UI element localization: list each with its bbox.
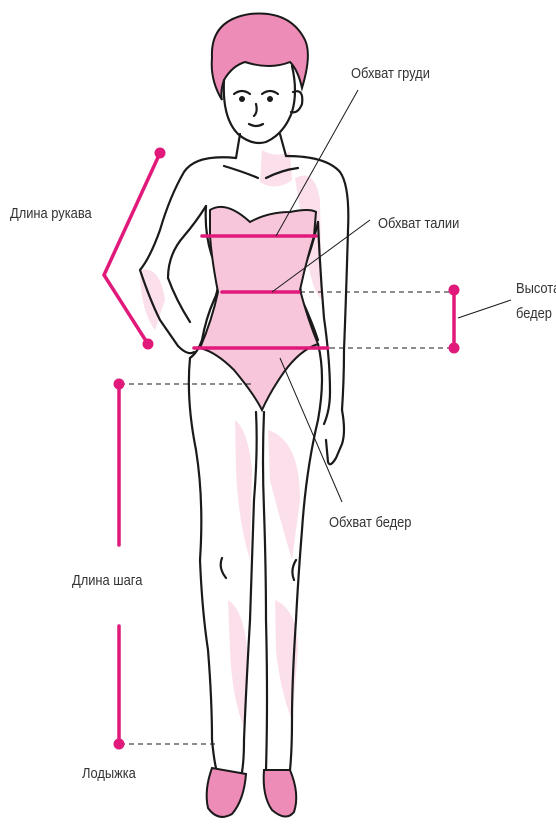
hip-height-bracket bbox=[449, 285, 460, 354]
label-hip-height-2: бедер bbox=[516, 304, 552, 321]
eyes bbox=[234, 91, 278, 102]
neck-right bbox=[280, 134, 286, 156]
label-inseam: Длина шага bbox=[72, 571, 143, 588]
left-shoe bbox=[207, 768, 246, 817]
right-arm-inner bbox=[318, 222, 330, 424]
label-ankle: Лодыжка bbox=[82, 764, 136, 781]
label-chest: Обхват груди bbox=[351, 64, 430, 81]
left-arm-inner bbox=[168, 206, 206, 322]
left-leg bbox=[189, 358, 216, 768]
figure bbox=[140, 14, 348, 817]
hip-height-leader bbox=[458, 300, 511, 318]
label-sleeve: Длина рукава bbox=[10, 204, 92, 221]
right-shoe bbox=[264, 770, 297, 817]
hair bbox=[212, 14, 308, 100]
mouth bbox=[249, 124, 263, 126]
right-leg bbox=[290, 344, 322, 770]
knees bbox=[221, 558, 296, 580]
label-hips: Обхват бедер bbox=[329, 513, 412, 530]
nose bbox=[254, 104, 257, 116]
label-waist: Обхват талии bbox=[378, 214, 459, 231]
label-hip-height-1: Высота bbox=[516, 279, 556, 296]
right-leg-inner bbox=[263, 412, 267, 770]
face bbox=[224, 66, 295, 143]
neck bbox=[236, 134, 240, 158]
inseam-bracket bbox=[114, 379, 125, 750]
